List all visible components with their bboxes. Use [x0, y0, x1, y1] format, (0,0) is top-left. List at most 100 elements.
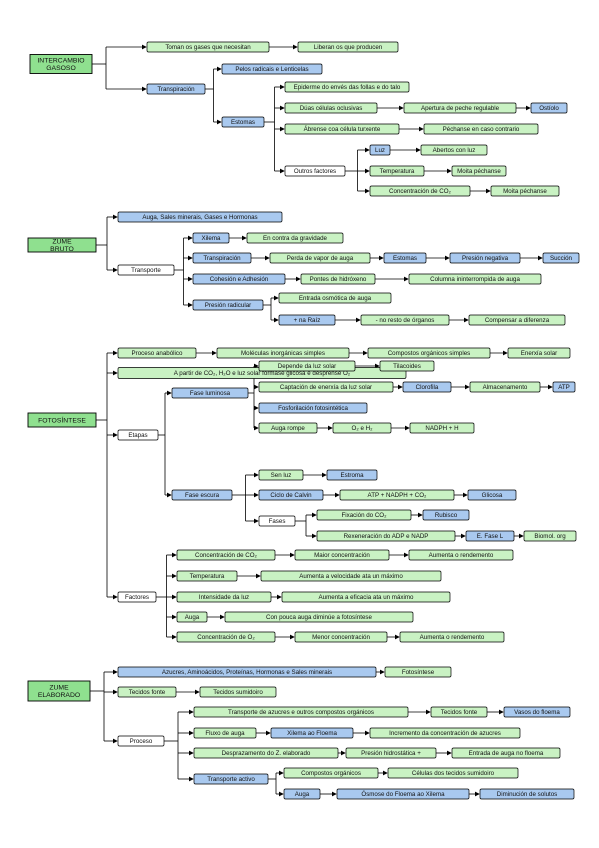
section-title-text: ZUME — [49, 685, 69, 692]
concept-label: Presión hidrostática + — [361, 750, 421, 757]
concept-node: Apertura de peche regulable — [403, 102, 517, 114]
concept-label: + na Raíz — [294, 317, 321, 324]
concept-label: Maior concentración — [314, 552, 370, 559]
concept-label: Concentración de O₂ — [197, 634, 255, 641]
concept-node: Abertos con luz — [420, 144, 488, 156]
concept-label: Ciclo de Calvin — [270, 492, 312, 499]
concept-label: Presión radicular — [205, 302, 251, 309]
concept-node: Estroma — [326, 469, 378, 481]
concept-node: Xilema — [192, 232, 230, 244]
concept-label: Ósmose do Floema ao Xilema — [361, 791, 445, 798]
branch-connector — [205, 66, 222, 125]
concept-node: Maior concentración — [294, 549, 390, 561]
concept-label: Tecidos fonte — [441, 709, 478, 716]
section-title-text: ELABORADO — [38, 692, 80, 699]
concept-label: Transpiración — [157, 86, 195, 93]
concept-label: Estroma — [340, 472, 364, 479]
concept-label: Perda de vapor de auga — [287, 255, 354, 262]
concept-node: Transporte activo — [193, 773, 269, 785]
concept-node: O₂ e H₂ — [332, 422, 392, 434]
concept-node: Aumenta a velocidade ata un máximo — [260, 570, 442, 582]
concept-label: Temperatura — [190, 573, 225, 580]
concept-node: Rubisco — [422, 509, 470, 521]
concept-label: Outros factores — [294, 168, 336, 175]
concept-label: Toman os gases que necesitan — [165, 44, 251, 51]
section-title-text: ZUME — [52, 239, 72, 246]
concept-label: Enerxía solar — [521, 350, 557, 357]
concept-node: Depende da luz solar — [258, 360, 356, 372]
branch-connector — [164, 709, 194, 782]
concept-node: Entrada de auga no floema — [451, 747, 561, 759]
concept-label: - no resto de órganos — [376, 317, 435, 324]
concept-label: Aumenta o rendemento — [420, 634, 485, 641]
concept-label: Auga — [295, 791, 310, 798]
concept-label: Auga, Sales minerais, Gases e Hormonas — [142, 214, 257, 221]
concept-node: Factores — [117, 591, 157, 603]
concept-node: Ábrense coa célula turxente — [284, 123, 400, 135]
concept-node: Fase luminosa — [171, 387, 249, 399]
concept-label: Ábrense coa célula turxente — [304, 126, 381, 133]
concept-node: Cohesión e Adhesión — [192, 273, 286, 285]
section-title-text: GASOSO — [46, 65, 75, 72]
concept-node: Succión — [542, 252, 580, 264]
concept-label: Columna ininterrompida de auga — [430, 276, 520, 283]
concept-node: Tecidos fonte — [430, 706, 488, 718]
concept-label: Aumenta a eficacia ata un máximo — [319, 594, 414, 601]
concept-node: Compensar a diferenza — [468, 314, 566, 326]
concept-node: ATP + NADPH + CO₂ — [339, 489, 455, 501]
concept-node: Biomol. org — [523, 530, 577, 542]
concept-label: Tecidos fonte — [129, 689, 166, 696]
concept-label: Auga rompe — [271, 425, 305, 432]
concept-node: Perda de vapor de auga — [269, 252, 371, 264]
concept-node: Moita péchanse — [490, 185, 560, 197]
concept-label: Tilacoides — [393, 363, 421, 370]
concept-node: Compostos orgánicos simples — [367, 347, 491, 359]
concept-node: Fluxo de auga — [193, 727, 257, 739]
concept-label: Ostíolo — [539, 105, 559, 112]
concept-label: Péchanse en caso contrario — [443, 126, 520, 133]
concept-node: Transpiración — [192, 252, 252, 264]
concept-label: Liberan os que producen — [314, 44, 383, 51]
concept-label: Depende da luz solar — [278, 363, 336, 370]
concept-label: Succión — [550, 255, 573, 262]
concept-node: Fotosíntese — [384, 666, 452, 678]
concept-label: Pontes de hidróxeno — [310, 276, 367, 283]
concept-label: Pelos radicais e Lenticelas — [235, 66, 308, 73]
concept-node: Intensidade da luz — [176, 591, 272, 603]
concept-node: Almacenamento — [469, 381, 541, 393]
concept-node: Estomas — [383, 252, 427, 264]
concept-node: Pelos radicais e Lenticelas — [221, 63, 323, 75]
concept-node: Presión hidrostática + — [345, 747, 437, 759]
section-title-text: BRUTO — [50, 246, 74, 253]
concept-label: Tecidos sumidoiro — [213, 689, 263, 696]
concept-node: Aumenta a eficacia ata un máximo — [281, 591, 451, 603]
concept-label: Células dos tecidos sumidoiro — [412, 770, 495, 777]
concept-node: Menor concentración — [294, 631, 388, 643]
concept-node: Entrada osmótica de auga — [278, 292, 392, 304]
concept-label: Concentración de CO₂ — [389, 188, 452, 195]
concept-label: Fosforilación fotosintética — [278, 405, 348, 412]
concept-label: Epiderme do envés das follas e do talo — [294, 84, 401, 91]
concept-label: Compostos orgánicos simples — [388, 350, 471, 357]
concept-node: Estomas — [221, 116, 265, 128]
concept-label: Diminución de solutos — [497, 791, 558, 798]
concept-node: Enerxía solar — [507, 347, 571, 359]
concept-label: Temperatura — [380, 168, 415, 175]
branch-connector — [264, 84, 285, 174]
concept-label: Concentración de CO₂ — [195, 552, 258, 559]
concept-label: Intensidade da luz — [199, 594, 249, 601]
concept-label: Moita péchanse — [457, 168, 501, 175]
concept-label: Estomas — [231, 119, 255, 126]
concept-label: E. Fase L — [477, 533, 504, 540]
concept-node: Diminución de solutos — [479, 788, 575, 800]
concept-node: Presión negativa — [449, 252, 521, 264]
concept-node: Auga — [176, 611, 208, 623]
concept-label: Incremento da concentración de azucres — [389, 730, 501, 737]
concept-node: Temperatura — [369, 165, 425, 177]
concept-label: Biomol. org — [534, 533, 566, 540]
concept-node: Péchanse en caso contrario — [423, 123, 539, 135]
concept-label: Xilema ao Floema — [287, 730, 337, 737]
concept-node: Xilema ao Floema — [270, 727, 354, 739]
concept-node: En contra da gravidade — [246, 232, 344, 244]
concept-label: Entrada osmótica de auga — [299, 295, 372, 302]
